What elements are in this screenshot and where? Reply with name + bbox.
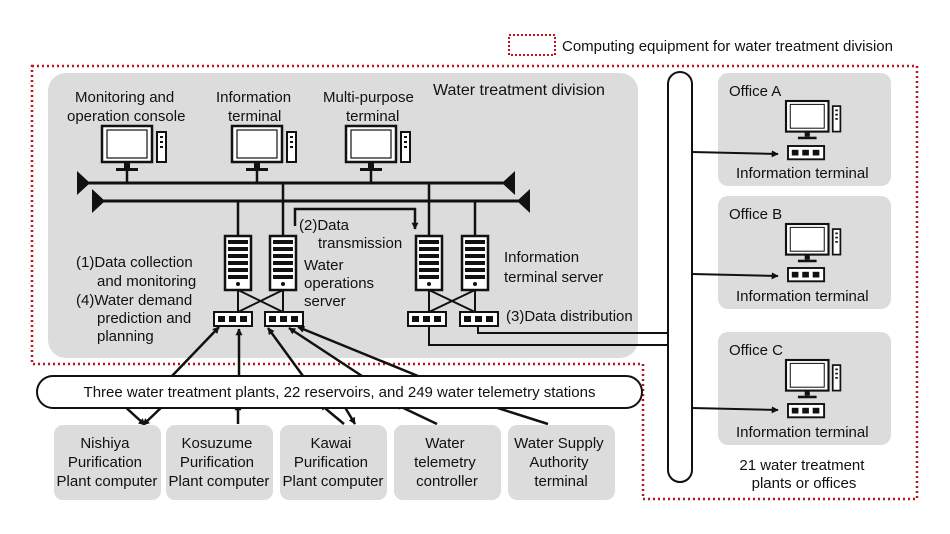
plant-control-arrows [266, 326, 363, 378]
data-transmission-arrow [293, 207, 419, 230]
division-panel [48, 73, 638, 358]
division-title: Water treatment division [433, 82, 605, 99]
office-b-terminal-label: Information terminal [736, 288, 869, 305]
plant-computer-boxes [54, 425, 615, 500]
office-c-name: Office C [729, 342, 783, 359]
plants-banner-text: Three water treatment plants, 22 reservo… [84, 384, 596, 401]
water-ops-switch-2-icon [264, 311, 304, 327]
water-ops-switch-1-icon [213, 311, 253, 327]
data-collection-label: (1)Data collection and monitoring [76, 254, 197, 290]
legend-text: Computing equipment for water treatment … [562, 38, 893, 55]
office-c-terminal-label: Information terminal [736, 424, 869, 441]
water-operations-server-1-icon [223, 234, 253, 292]
kawai-plant-label: Kawai Purification Plant computer [283, 435, 384, 490]
data-transmission-label: (2)Data transmission [299, 217, 402, 252]
plants-banner [36, 375, 643, 409]
supply-authority-label: Water Supply Authority terminal [514, 435, 608, 490]
office-a-switch-icon [787, 145, 826, 161]
kosuzume-plant-label: Kosuzume Purification Plant computer [169, 435, 270, 490]
offices-footer: 21 water treatment plants or offices [739, 457, 868, 492]
office-a-name: Office A [729, 83, 781, 100]
console-label: Monitoring and operation console [67, 89, 185, 125]
plant-data-arrows [171, 325, 419, 378]
office-b-switch-icon [787, 267, 826, 283]
data-distribution-label: (3)Data distribution [506, 308, 633, 325]
legend-swatch [508, 34, 556, 56]
telemetry-controller-label: Water telemetry controller [414, 435, 480, 490]
server-drops [236, 183, 477, 236]
info-terminal-server-2-icon [460, 234, 490, 292]
lan-terminator-right-2 [517, 189, 530, 213]
backbone-trunk [667, 71, 693, 483]
water-operations-server-label: Water operations server [304, 257, 378, 310]
water-operations-server-2-icon [268, 234, 298, 292]
info-switch-1-icon [407, 311, 447, 327]
terminal-drops [125, 171, 373, 183]
info-terminal-server-label: Information terminal server [504, 249, 603, 286]
distribution-lines [428, 326, 668, 346]
office-c-switch-icon [787, 403, 826, 419]
server-switch-links [237, 289, 476, 313]
lan-terminator-right-1 [502, 171, 515, 195]
info-switch-2-icon [459, 311, 499, 327]
division-boundary [30, 64, 919, 501]
office-links [691, 150, 779, 414]
multipurpose-terminal-label: Multi-purpose terminal [323, 89, 418, 125]
info-terminal-label: Information terminal [216, 89, 295, 125]
nishiya-plant-label: Nishiya Purification Plant computer [57, 435, 158, 490]
water-demand-label: (4)Water demand prediction and planning [76, 292, 196, 345]
lan-terminator-left-1 [77, 171, 90, 195]
office-a-terminal-label: Information terminal [736, 165, 869, 182]
info-terminal-server-1-icon [414, 234, 444, 292]
lan-terminator-left-2 [92, 189, 105, 213]
office-b-name: Office B [729, 206, 782, 223]
